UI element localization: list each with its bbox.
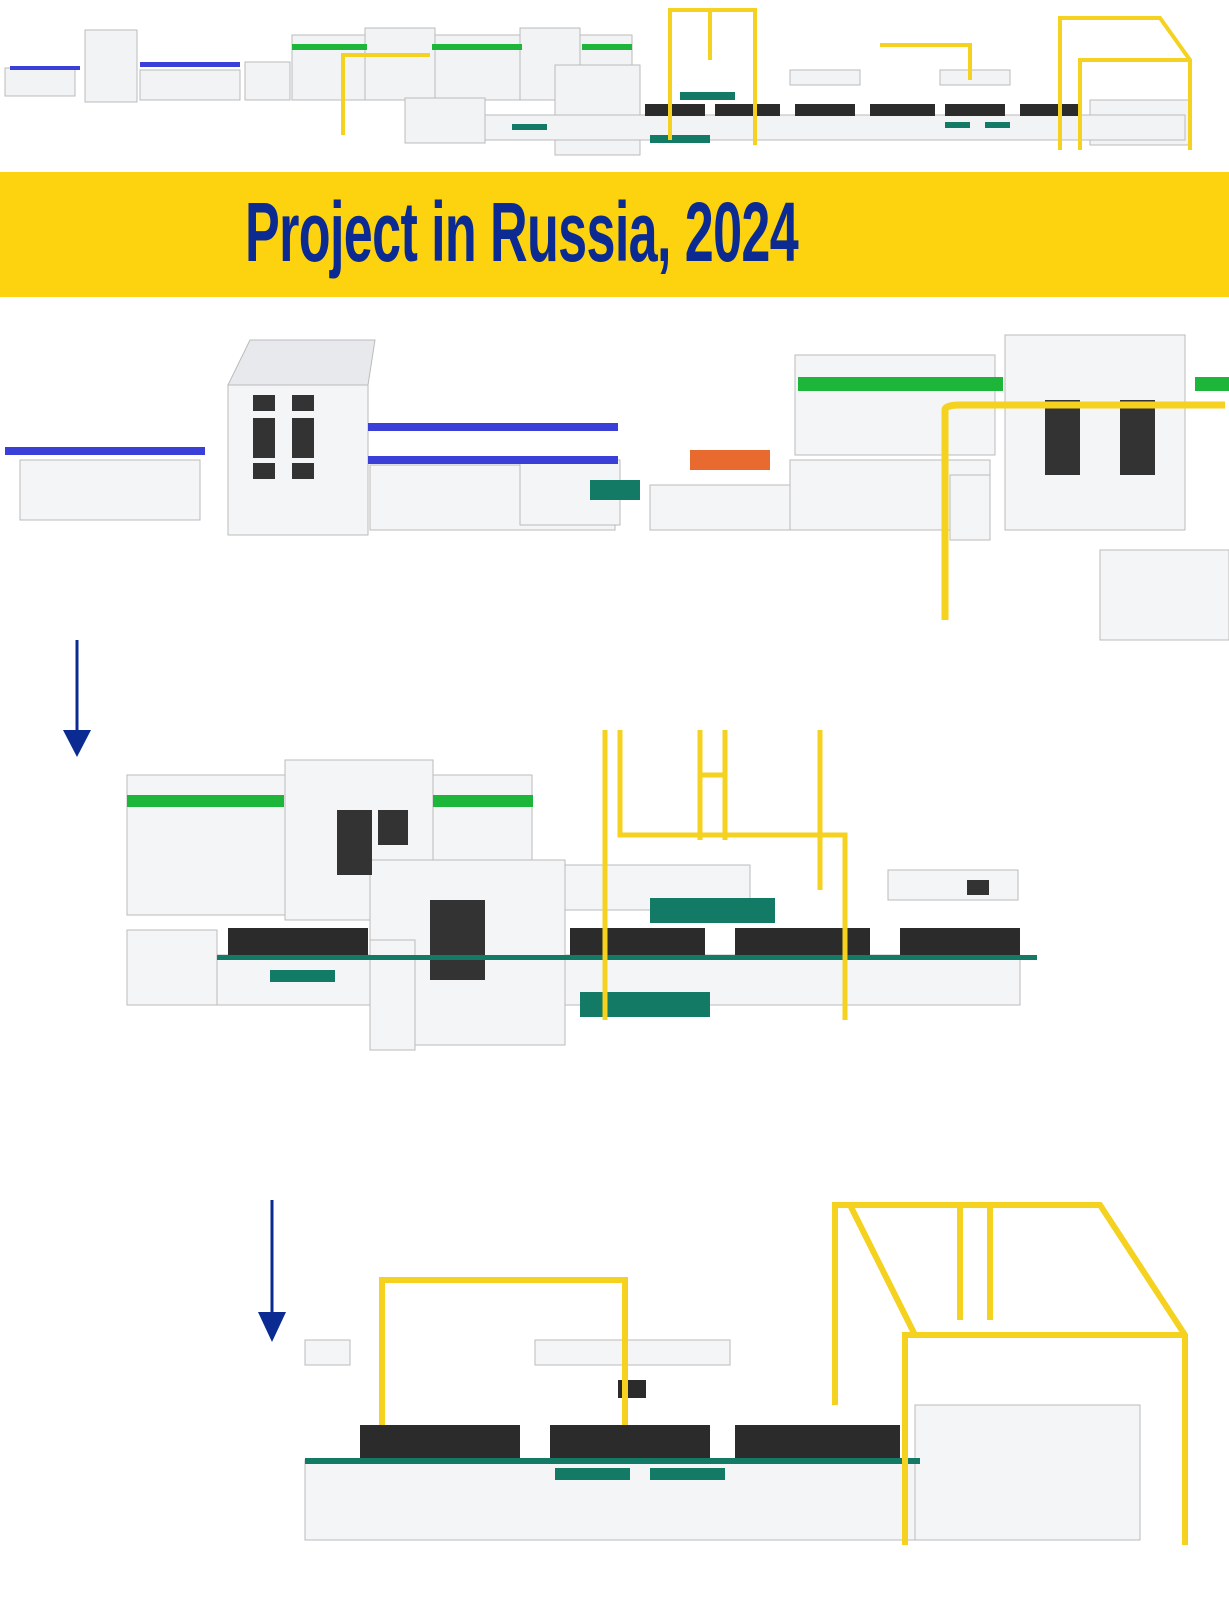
arrow-down-icon bbox=[258, 1200, 286, 1342]
production-line-part-1 bbox=[5, 334, 1229, 641]
arrow-down-icon bbox=[63, 640, 91, 757]
title-banner bbox=[0, 172, 1229, 297]
production-line-overview bbox=[4, 8, 1192, 156]
production-line-part-3 bbox=[304, 1202, 1188, 1545]
production-line-part-2 bbox=[126, 730, 1037, 1051]
banner-title: Project in Russia, 2024 bbox=[245, 185, 799, 279]
